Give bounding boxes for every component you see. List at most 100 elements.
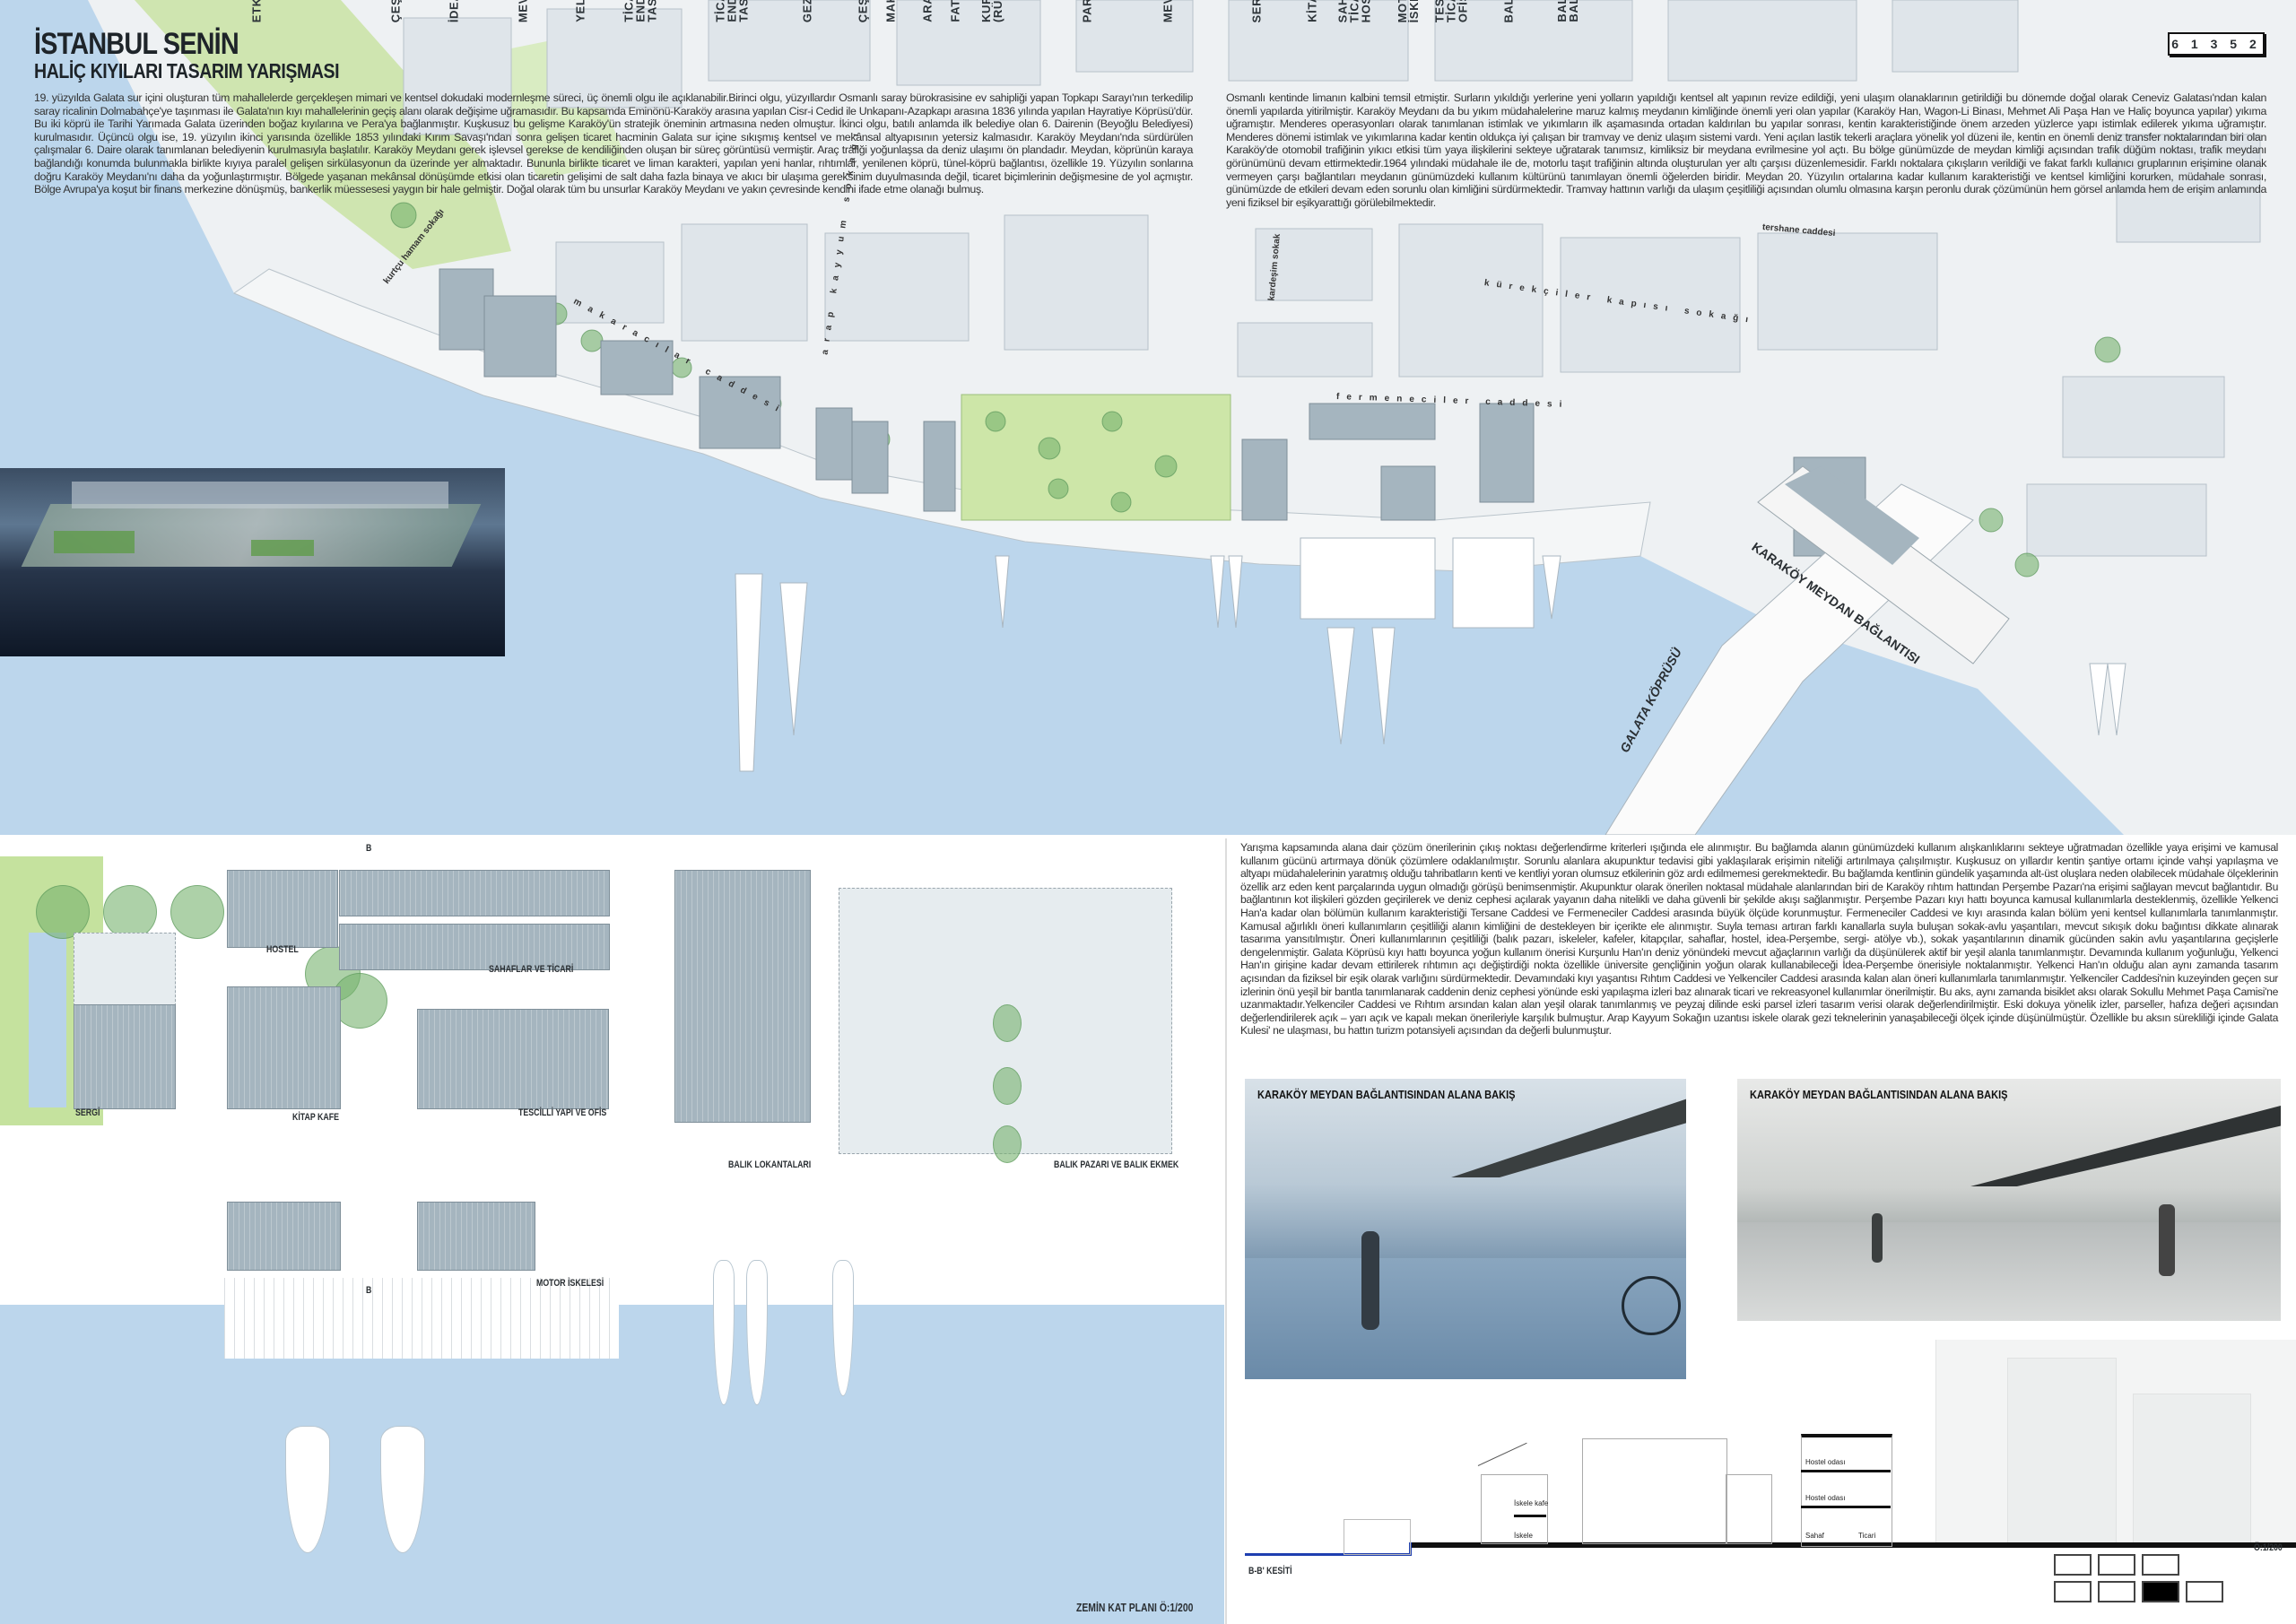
motor-iskelesi-block <box>227 1202 341 1271</box>
callout: İDEA-PERŞEMBE <box>448 0 461 22</box>
sheet-key-cell <box>2054 1581 2092 1602</box>
callout: MOTOR İSKELESİ İSKELE KAFE <box>1396 0 1421 22</box>
callout: TİCARİ BİRİMLER VE ENDÜSTRİ ÜRÜNLERİ TAS… <box>622 0 659 22</box>
pier-platform <box>224 1278 619 1359</box>
hostel-section <box>1801 1434 1892 1547</box>
callout: SERGİ <box>1249 0 1264 22</box>
tree <box>993 1125 1022 1163</box>
sheet-key-cell <box>2098 1581 2135 1602</box>
callout-label: BALIKÇILAR ÇARŞISI BALIK EKMEK <box>1555 0 1580 22</box>
section-label: İskele kafe <box>1514 1499 1549 1507</box>
callout: KİTAP KAFE <box>1306 0 1319 22</box>
water-golden-horn <box>0 0 2124 835</box>
label-balik-lokantalari: BALIK LOKANTALARI <box>728 1159 812 1170</box>
sheet-key-cell <box>2054 1554 2092 1576</box>
callout: BALIK LOKANTALARI <box>1502 0 1516 22</box>
callout-label: ETKİNLİK ANFİ <box>250 0 264 22</box>
callout-label: TİCARİ BİRİMLER VE ENDÜSTRİ ÜRÜNLERİ TAS… <box>714 0 751 22</box>
aerial-render <box>0 468 505 656</box>
site-plan-drawing <box>0 0 2261 835</box>
label-sahaflar: SAHAFLAR VE TİCARİ <box>489 964 574 975</box>
callout-label: MAKBUL İBRAHİM PAŞA CAMİ <box>884 0 898 22</box>
callout-label: SERGİ <box>1249 0 1264 22</box>
karakoy-link-roof <box>1785 466 1919 565</box>
callout: ETKİNLİK ANFİ <box>250 0 264 22</box>
tree <box>103 885 157 939</box>
callout: GEZİ MOTORLARI İSKELESİ <box>801 0 814 22</box>
section-label: Hostel odası <box>1805 1458 1846 1466</box>
callout-label: SAHAF TİCARİ HOSTEL <box>1335 0 1373 22</box>
label-sergi: SERGİ <box>75 1107 100 1118</box>
callout: ÇEŞME <box>856 0 870 22</box>
balik-lokantalari-block <box>674 870 811 1123</box>
callout: KURŞUNLU HAN (RÜSTEM PAŞA HANI) <box>979 0 1004 22</box>
callout: ÇEŞME <box>389 0 403 22</box>
hostel-block <box>227 870 338 948</box>
piers <box>735 537 2126 772</box>
callout-label: KURŞUNLU HAN (RÜSTEM PAŞA HANI) <box>979 0 1004 22</box>
label-kitap-kafe: KİTAP KAFE <box>292 1112 339 1123</box>
callout-label: TİCARİ BİRİMLER VE ENDÜSTRİ ÜRÜNLERİ TAS… <box>622 0 659 22</box>
render-caption: KARAKÖY MEYDAN BAĞLANTISINDAN ALANA BAKI… <box>1750 1088 2008 1101</box>
callout: BALIKÇILAR ÇARŞISI BALIK EKMEK <box>1555 0 1580 22</box>
callout: TESCİLLİ YAPI TİCARİ OFİS <box>1433 0 1470 22</box>
callout: MEVCUT SUR KALINTISI <box>517 0 530 22</box>
callout-label: GEZİ MOTORLARI İSKELESİ <box>801 0 814 22</box>
site-plan: İSTANBUL SENİN HALİÇ KIYILARI TASARIM YA… <box>0 0 2296 835</box>
callout-label: YELKENCİ HAN <box>574 0 587 22</box>
callout: TİCARİ BİRİMLER VE ENDÜSTRİ ÜRÜNLERİ TAS… <box>714 0 751 22</box>
callout-label: ARASTA <box>921 0 935 22</box>
label-balik-pazari: BALIK PAZARI VE BALIK EKMEK <box>1054 1159 1179 1170</box>
callout-label: PARK <box>1080 0 1094 22</box>
callout: FATİH BEDESTENİ <box>949 0 962 22</box>
render-view-2: KARAKÖY MEYDAN BAĞLANTISINDAN ALANA BAKI… <box>1737 1079 2281 1321</box>
green-area <box>135 0 511 269</box>
sheet-key-cell <box>2098 1554 2135 1576</box>
callout-label: TESCİLLİ YAPI TİCARİ OFİS <box>1433 0 1470 22</box>
callout-label: FATİH BEDESTENİ <box>949 0 962 22</box>
label-tescilli: TESCİLLİ YAPI VE OFİS <box>518 1107 607 1118</box>
render-caption: KARAKÖY MEYDAN BAĞLANTISINDAN ALANA BAKI… <box>1257 1088 1516 1101</box>
callout-label: ÇEŞME <box>856 0 870 22</box>
callout-label: MEVCUT SUR KALINTISI <box>1161 0 1175 22</box>
section-title: B-B' KESİTİ <box>1248 1566 1292 1576</box>
section-drawing: İskele kafe İskele Hostel odası Hostel o… <box>1245 1340 2296 1624</box>
tescilli-block <box>417 1009 609 1109</box>
section-label: İskele <box>1514 1532 1533 1540</box>
water-line <box>1245 1553 1412 1556</box>
render-view-1: KARAKÖY MEYDAN BAĞLANTISINDAN ALANA BAKI… <box>1245 1079 1686 1379</box>
tree <box>36 885 90 939</box>
ground-floor-plan: HOSTEL SAHAFLAR VE TİCARİ SERGİ KİTAP KA… <box>0 838 1224 1624</box>
callout-label: MEVCUT SUR KALINTISI <box>517 0 530 22</box>
label-motor-iskelesi: MOTOR İSKELESİ <box>536 1278 604 1289</box>
page-title: İSTANBUL SENİN <box>34 27 239 61</box>
tree <box>993 1067 1022 1105</box>
callout-label: MOTOR İSKELESİ İSKELE KAFE <box>1396 0 1421 22</box>
ground-line <box>1409 1542 2296 1548</box>
park <box>961 394 1231 521</box>
iskele-kafe-block <box>417 1202 535 1271</box>
section-mark-bottom: B <box>366 1285 372 1296</box>
section-label: Sahaf <box>1805 1532 1824 1540</box>
sheet-key-cell-active <box>2142 1581 2179 1602</box>
sergi-block <box>74 1004 176 1109</box>
section-label: Ticari <box>1858 1532 1876 1540</box>
callout: ARASTA <box>921 0 935 22</box>
intro-text-right: Osmanlı kentinde limanın kalbini temsil … <box>1226 91 2266 209</box>
callout: MEVCUT SUR KALINTISI <box>1161 0 1175 22</box>
sheet-key-cell <box>2142 1554 2179 1576</box>
city-blocks <box>403 0 2261 557</box>
sahaflar-block-units <box>339 924 610 970</box>
callout: PARK <box>1080 0 1094 22</box>
intro-text-left: 19. yüzyılda Galata sur içini oluşturan … <box>34 91 1193 196</box>
callout-label: KİTAP KAFE <box>1306 0 1319 22</box>
divider <box>1225 838 1227 1624</box>
callout: MAKBUL İBRAHİM PAŞA CAMİ <box>884 0 898 22</box>
page-subtitle: HALİÇ KIYILARI TASARIM YARIŞMASI <box>34 59 340 83</box>
callout: YELKENCİ HAN <box>574 0 587 22</box>
callout: SAHAF TİCARİ HOSTEL <box>1335 0 1373 22</box>
proposed-buildings <box>439 268 1866 557</box>
section-label: Hostel odası <box>1805 1494 1846 1502</box>
tree <box>170 885 224 939</box>
plan-title: ZEMİN KAT PLANI Ö:1/200 <box>1076 1601 1194 1614</box>
